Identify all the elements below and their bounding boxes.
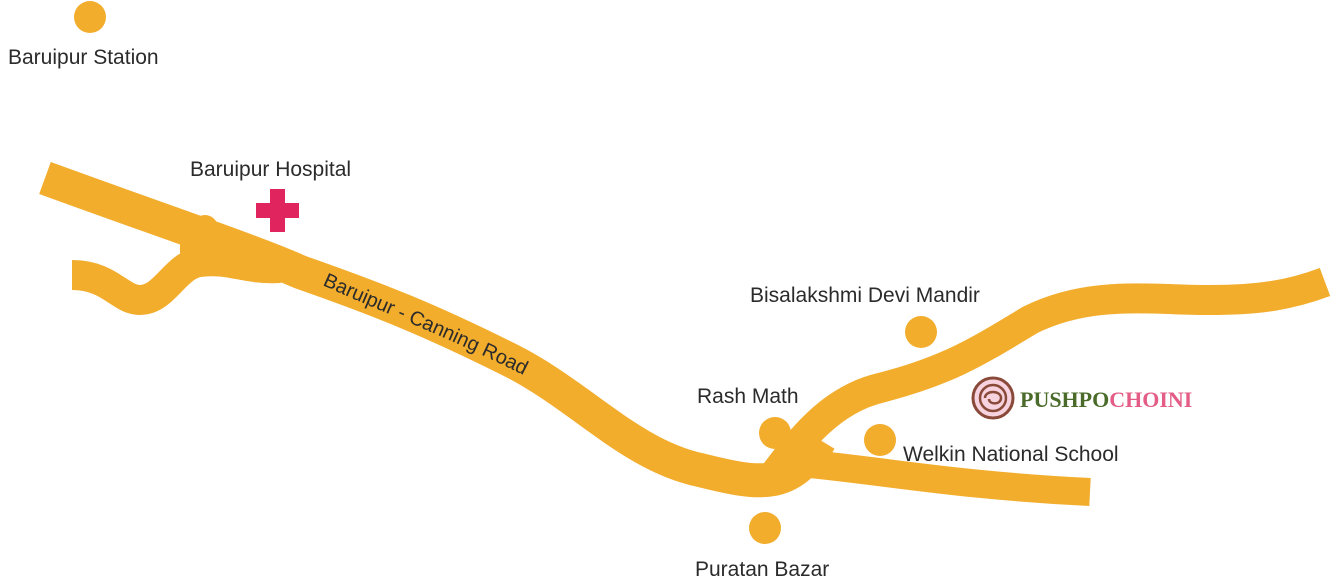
welkin-label: Welkin National School <box>903 443 1119 466</box>
bisalakshmi-marker-icon[interactable] <box>905 316 937 348</box>
road-baruipur-canning <box>39 162 835 498</box>
rash-math-marker-icon[interactable] <box>759 417 791 449</box>
puratan-bazar-marker-icon[interactable] <box>749 512 781 544</box>
roads <box>39 162 1331 506</box>
road-left-branch <box>71 246 281 315</box>
rose-logo-icon <box>971 376 1015 420</box>
road-name-label: Baruipur - Canning Road <box>320 270 531 380</box>
rash-math-label: Rash Math <box>697 385 799 408</box>
welkin-marker-icon[interactable] <box>864 424 896 456</box>
brand-name: PUSHPOCHOINI <box>1020 387 1192 412</box>
road-right-lower <box>788 448 1091 506</box>
baruipur-hospital-label: Baruipur Hospital <box>190 158 351 181</box>
road-right-upper <box>758 267 1331 490</box>
hospital-cross-icon[interactable] <box>256 189 299 232</box>
baruipur-station-marker-icon[interactable] <box>74 1 106 33</box>
bisalakshmi-label: Bisalakshmi Devi Mandir <box>750 284 980 307</box>
brand-part1: PUSHPO <box>1020 387 1109 412</box>
baruipur-station-label: Baruipur Station <box>8 46 159 69</box>
brand-part2: CHOINI <box>1109 387 1192 412</box>
puratan-bazar-label: Puratan Bazar <box>695 558 829 581</box>
road-left-branch-up <box>179 215 218 275</box>
markers <box>74 1 937 544</box>
